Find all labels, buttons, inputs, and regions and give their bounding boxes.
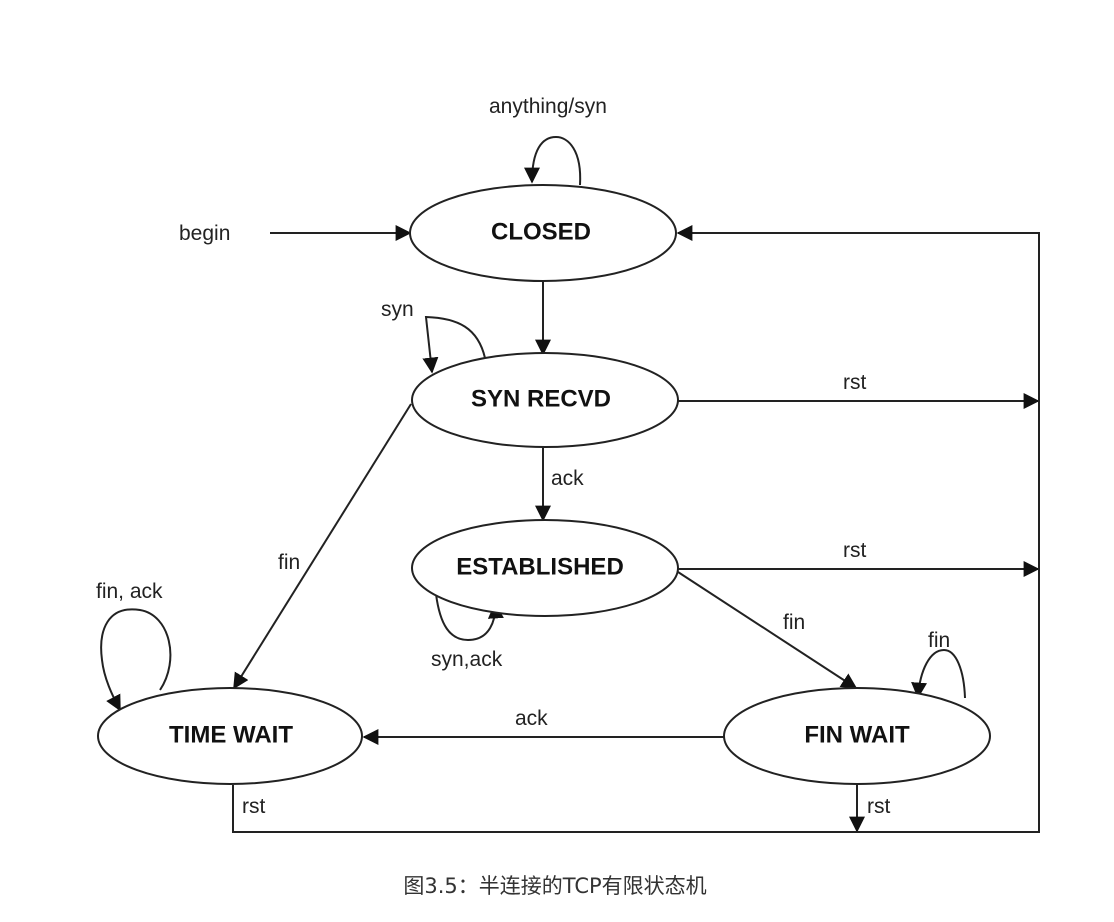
label-finwait-ack: ack	[515, 707, 548, 730]
edge-timewait-self	[100, 608, 172, 712]
label-closed-self: anything/syn	[489, 95, 607, 118]
edge-rst-return-closed	[232, 225, 1040, 833]
label-begin: begin	[179, 222, 230, 245]
label-synrecvd-fin: fin	[278, 551, 300, 574]
edge-established-finwait	[677, 571, 858, 689]
state-fin-wait-label: FIN WAIT	[804, 722, 910, 749]
label-synrecvd-ack: ack	[551, 467, 584, 490]
edge-synrecvd-timewait	[233, 403, 412, 690]
label-established-fin: fin	[783, 611, 805, 634]
label-timewait-rst: rst	[242, 795, 265, 818]
figure-caption: 图3.5：半连接的TCP有限状态机	[403, 874, 706, 898]
state-time-wait: TIME WAIT	[97, 687, 363, 785]
state-time-wait-label: TIME WAIT	[169, 722, 293, 749]
state-fin-wait: FIN WAIT	[723, 687, 991, 785]
edge-established-self	[435, 593, 504, 642]
label-synrecvd-self: syn	[381, 298, 414, 321]
state-established-label: ESTABLISHED	[456, 554, 624, 581]
label-finwait-self: fin	[928, 629, 950, 652]
edge-labels: begin anything/syn syn rst ack fin syn,a…	[96, 95, 950, 818]
state-syn-recvd-label: SYN RECVD	[471, 386, 611, 413]
state-closed: CLOSED	[409, 184, 677, 282]
label-established-self: syn,ack	[431, 648, 503, 671]
label-timewait-self: fin, ack	[96, 580, 163, 603]
state-closed-label: CLOSED	[491, 219, 591, 246]
edge-closed-self	[524, 135, 582, 186]
state-syn-recvd: SYN RECVD	[411, 352, 679, 448]
label-established-rst: rst	[843, 539, 866, 562]
edges	[100, 135, 1040, 833]
label-finwait-rst: rst	[867, 795, 890, 818]
state-established: ESTABLISHED	[411, 519, 679, 617]
edge-synrecvd-self	[422, 315, 486, 374]
edge-finwait-self	[911, 648, 966, 699]
label-synrecvd-rst: rst	[843, 371, 866, 394]
